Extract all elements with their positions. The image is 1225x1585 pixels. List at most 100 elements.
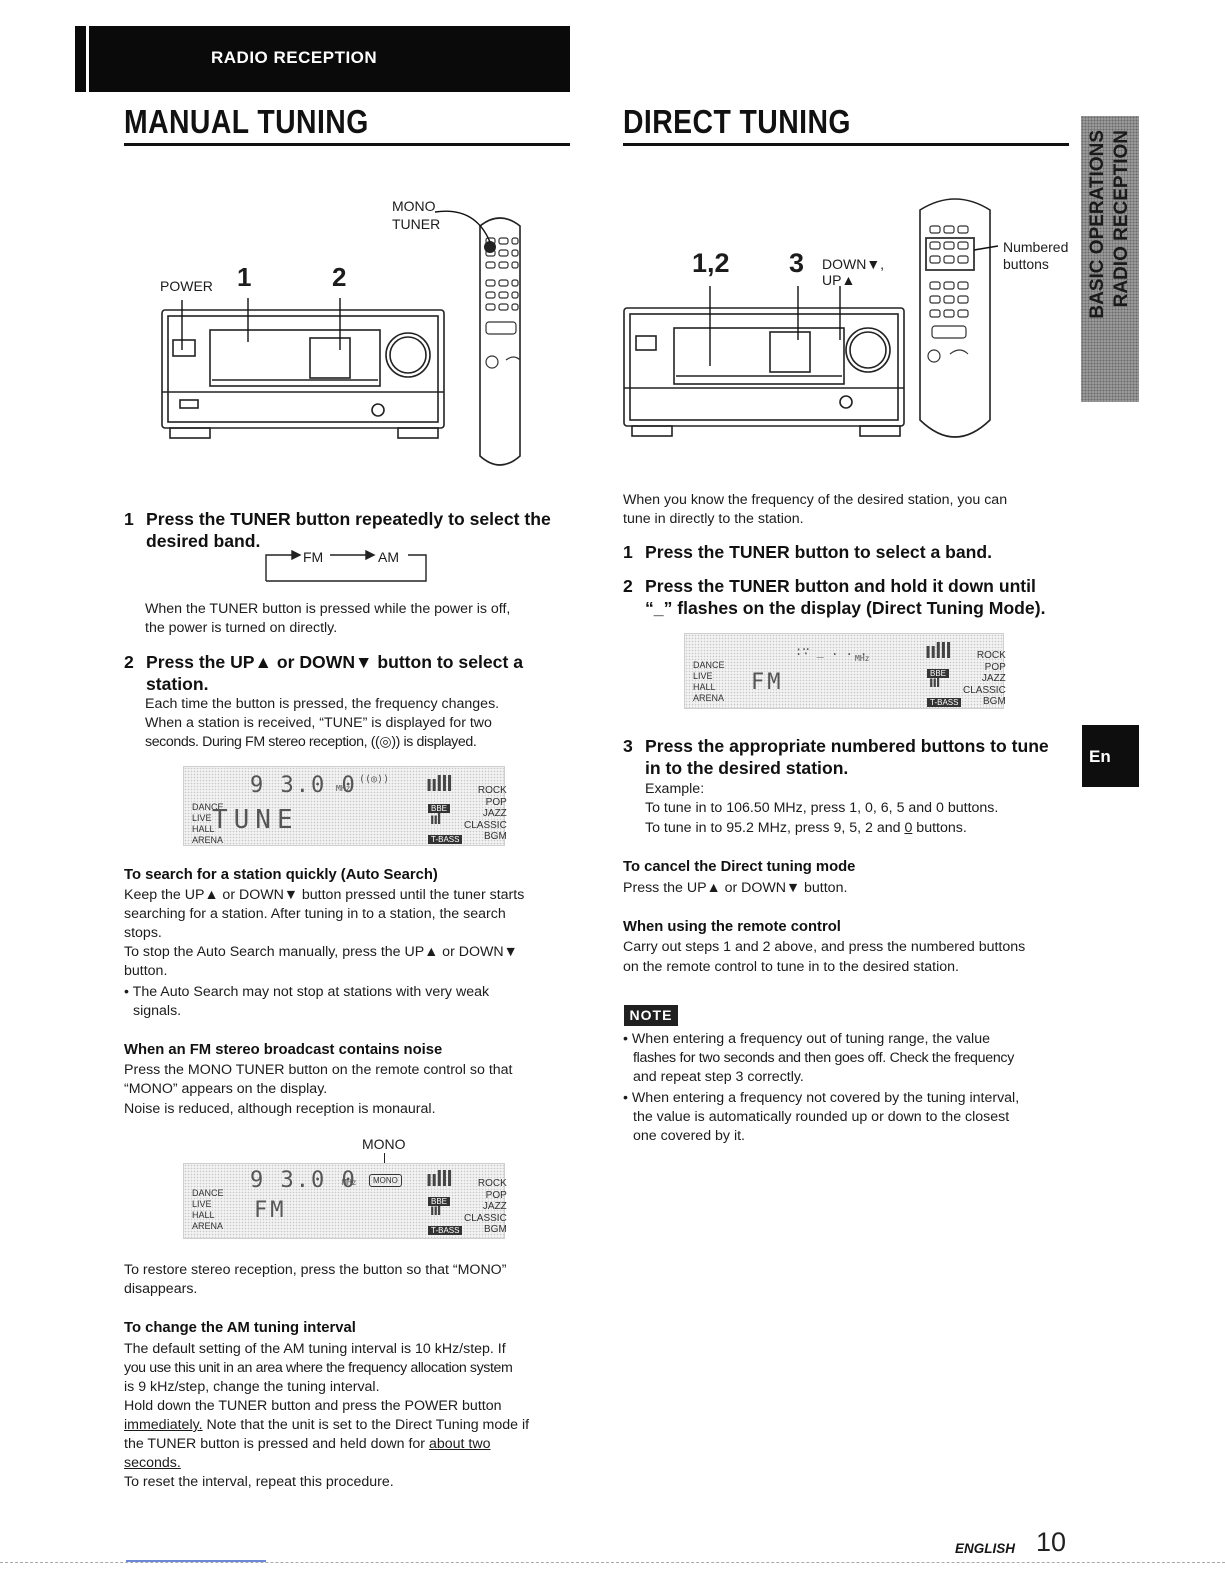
cancel-heading: To cancel the Direct tuning mode <box>623 859 856 875</box>
body-line: seconds. <box>124 1454 181 1473</box>
display-mono: DANCE LIVE HALL ARENA 9 3.0 0 MHz MONO F… <box>183 1163 507 1239</box>
mode-live: LIVE <box>693 671 713 681</box>
fm-segments: FM <box>254 1198 287 1223</box>
bottom-rule <box>0 1562 1225 1563</box>
fig-power-label: POWER <box>160 278 213 294</box>
eq-jazz: JAZZ <box>482 808 507 819</box>
body-line: stops. <box>124 925 162 941</box>
step-number: 2 <box>124 652 134 672</box>
bottom-accent-line <box>126 1560 266 1562</box>
eq-pop: POP <box>984 661 1006 673</box>
step-heading-line: “_” flashes on the display (Direct Tunin… <box>645 598 1046 618</box>
body-line: To restore stereo reception, press the b… <box>124 1262 507 1278</box>
inline-text: Note that the unit is set to the Direct … <box>202 1417 530 1433</box>
eq-classic: CLASSIC <box>464 819 507 831</box>
frequency-segments: 9 3.0 0 <box>250 773 357 798</box>
direct-tuning-illustration <box>623 198 999 438</box>
fig-buttons-label: buttons <box>1003 256 1049 272</box>
page-number: 10 <box>1036 1527 1067 1557</box>
fig-step-1: 1 <box>237 262 252 292</box>
note-line: the value is automatically rounded up or… <box>633 1109 1010 1125</box>
inline-text: buttons. <box>912 820 967 836</box>
tbass-badge: T-BASS <box>428 1220 465 1238</box>
underlined-text: about two <box>428 1436 491 1452</box>
body-line: To reset the interval, repeat this proce… <box>124 1474 394 1490</box>
body-line: To stop the Auto Search manually, press … <box>124 944 518 960</box>
auto-search-heading: To search for a station quickly (Auto Se… <box>124 867 438 883</box>
section-banner: RADIO RECEPTION <box>75 26 570 92</box>
level-bars-icon: ıılll <box>426 771 453 796</box>
level-bars-icon: ııl <box>929 674 940 691</box>
body-line: Noise is reduced, although reception is … <box>124 1101 436 1117</box>
body-line: tune in directly to the station. <box>623 511 804 527</box>
body-line: “MONO” appears on the display. <box>124 1081 328 1097</box>
stereo-indicator-icon: ((◎)) <box>359 774 390 785</box>
mhz-label: MHz <box>336 784 351 793</box>
direct-cursor: :∵ _ . . . <box>795 644 868 658</box>
body-line: Press the UP▲ or DOWN▼ button. <box>623 880 848 896</box>
side-tab-basic: BASIC OPERATIONS <box>1087 130 1108 319</box>
bbe-badge: BBE <box>927 663 952 681</box>
mode-dance: DANCE <box>192 802 224 812</box>
body-line: signals. <box>133 1003 182 1019</box>
eq-rock: ROCK <box>976 650 1006 661</box>
eq-jazz: JAZZ <box>482 1201 507 1212</box>
step-heading-line: desired band. <box>146 531 261 551</box>
eq-rock: ROCK <box>477 785 507 796</box>
mhz-label: MHz <box>855 654 870 663</box>
step-heading-line: Press the UP▲ or DOWN▼ button to select … <box>146 652 523 672</box>
body-line: The default setting of the AM tuning int… <box>124 1341 506 1357</box>
step-number: 1 <box>124 509 134 529</box>
step-heading-line: in to the desired station. <box>645 758 849 778</box>
body-line: immediately. Note that the unit is set t… <box>124 1416 529 1435</box>
body-line: Carry out steps 1 and 2 above, and press… <box>623 939 1026 955</box>
mode-live: LIVE <box>192 813 212 823</box>
mhz-label: MHz <box>342 1178 357 1187</box>
level-bars-icon: ıılll <box>426 1166 453 1191</box>
eq-rock: ROCK <box>477 1178 507 1189</box>
tbass-badge: T-BASS <box>428 829 465 847</box>
fig-step-2: 2 <box>332 262 347 292</box>
level-bars-icon: ııl <box>430 1202 441 1219</box>
fig-up-label: UP▲ <box>822 272 856 288</box>
inline-text: the TUNER button is pressed and held dow… <box>124 1436 429 1452</box>
display-direct-mode: DANCE LIVE HALL ARENA :∵ _ . . . MHz FM … <box>684 633 1006 709</box>
body-line: To tune in to 106.50 MHz, press 1, 0, 6,… <box>645 800 999 816</box>
body-line: the power is turned on directly. <box>145 620 338 636</box>
eq-bgm: BGM <box>484 831 507 842</box>
body-line: When you know the frequency of the desir… <box>623 492 1008 508</box>
banner-edge <box>75 26 89 92</box>
noise-heading: When an FM stereo broadcast contains noi… <box>124 1042 443 1058</box>
fig-tuner-label: TUNER <box>392 216 441 232</box>
mode-arena: ARENA <box>192 835 224 845</box>
body-line: seconds. During FM stereo reception, ((◎… <box>145 734 477 750</box>
display-tune: DANCE LIVE HALL ARENA 9 3.0 0 MHz ((◎)) … <box>183 766 507 847</box>
eq-classic: CLASSIC <box>963 684 1006 696</box>
underlined-text: 0 <box>904 820 913 836</box>
body-line: When a station is received, “TUNE” is di… <box>145 715 492 731</box>
eq-pop: POP <box>485 796 507 808</box>
fm-segments: FM <box>751 670 784 695</box>
eq-jazz: JAZZ <box>981 673 1006 684</box>
side-tab-radio: RADIO RECEPTION <box>1111 130 1132 308</box>
step-number: 3 <box>623 736 633 756</box>
body-line: searching for a station. After tuning in… <box>124 906 506 922</box>
step-number: 1 <box>623 542 633 562</box>
body-line: you use this unit in an area where the f… <box>124 1360 513 1376</box>
mode-dance: DANCE <box>693 660 725 670</box>
band-cycle-diagram <box>265 549 427 582</box>
body-line: button. <box>124 963 168 979</box>
fig-step-3: 3 <box>789 248 805 278</box>
note-line: • When entering a frequency not covered … <box>623 1090 1020 1106</box>
band-am: AM <box>378 549 399 565</box>
note-line: • When entering a frequency out of tunin… <box>623 1031 990 1047</box>
note-badge: NOTE <box>624 1005 678 1026</box>
level-bars-icon: ııl <box>430 811 441 828</box>
bbe-badge: BBE <box>428 1191 453 1209</box>
am-interval-heading: To change the AM tuning interval <box>124 1320 356 1336</box>
manual-tuning-title: MANUAL TUNING <box>124 103 369 140</box>
body-line: Keep the UP▲ or DOWN▼ button pressed unt… <box>124 887 525 903</box>
manual-title-rule <box>124 143 570 146</box>
step-heading-line: station. <box>146 674 209 694</box>
body-line: To tune in to 95.2 MHz, press 9, 5, 2 an… <box>645 819 967 838</box>
